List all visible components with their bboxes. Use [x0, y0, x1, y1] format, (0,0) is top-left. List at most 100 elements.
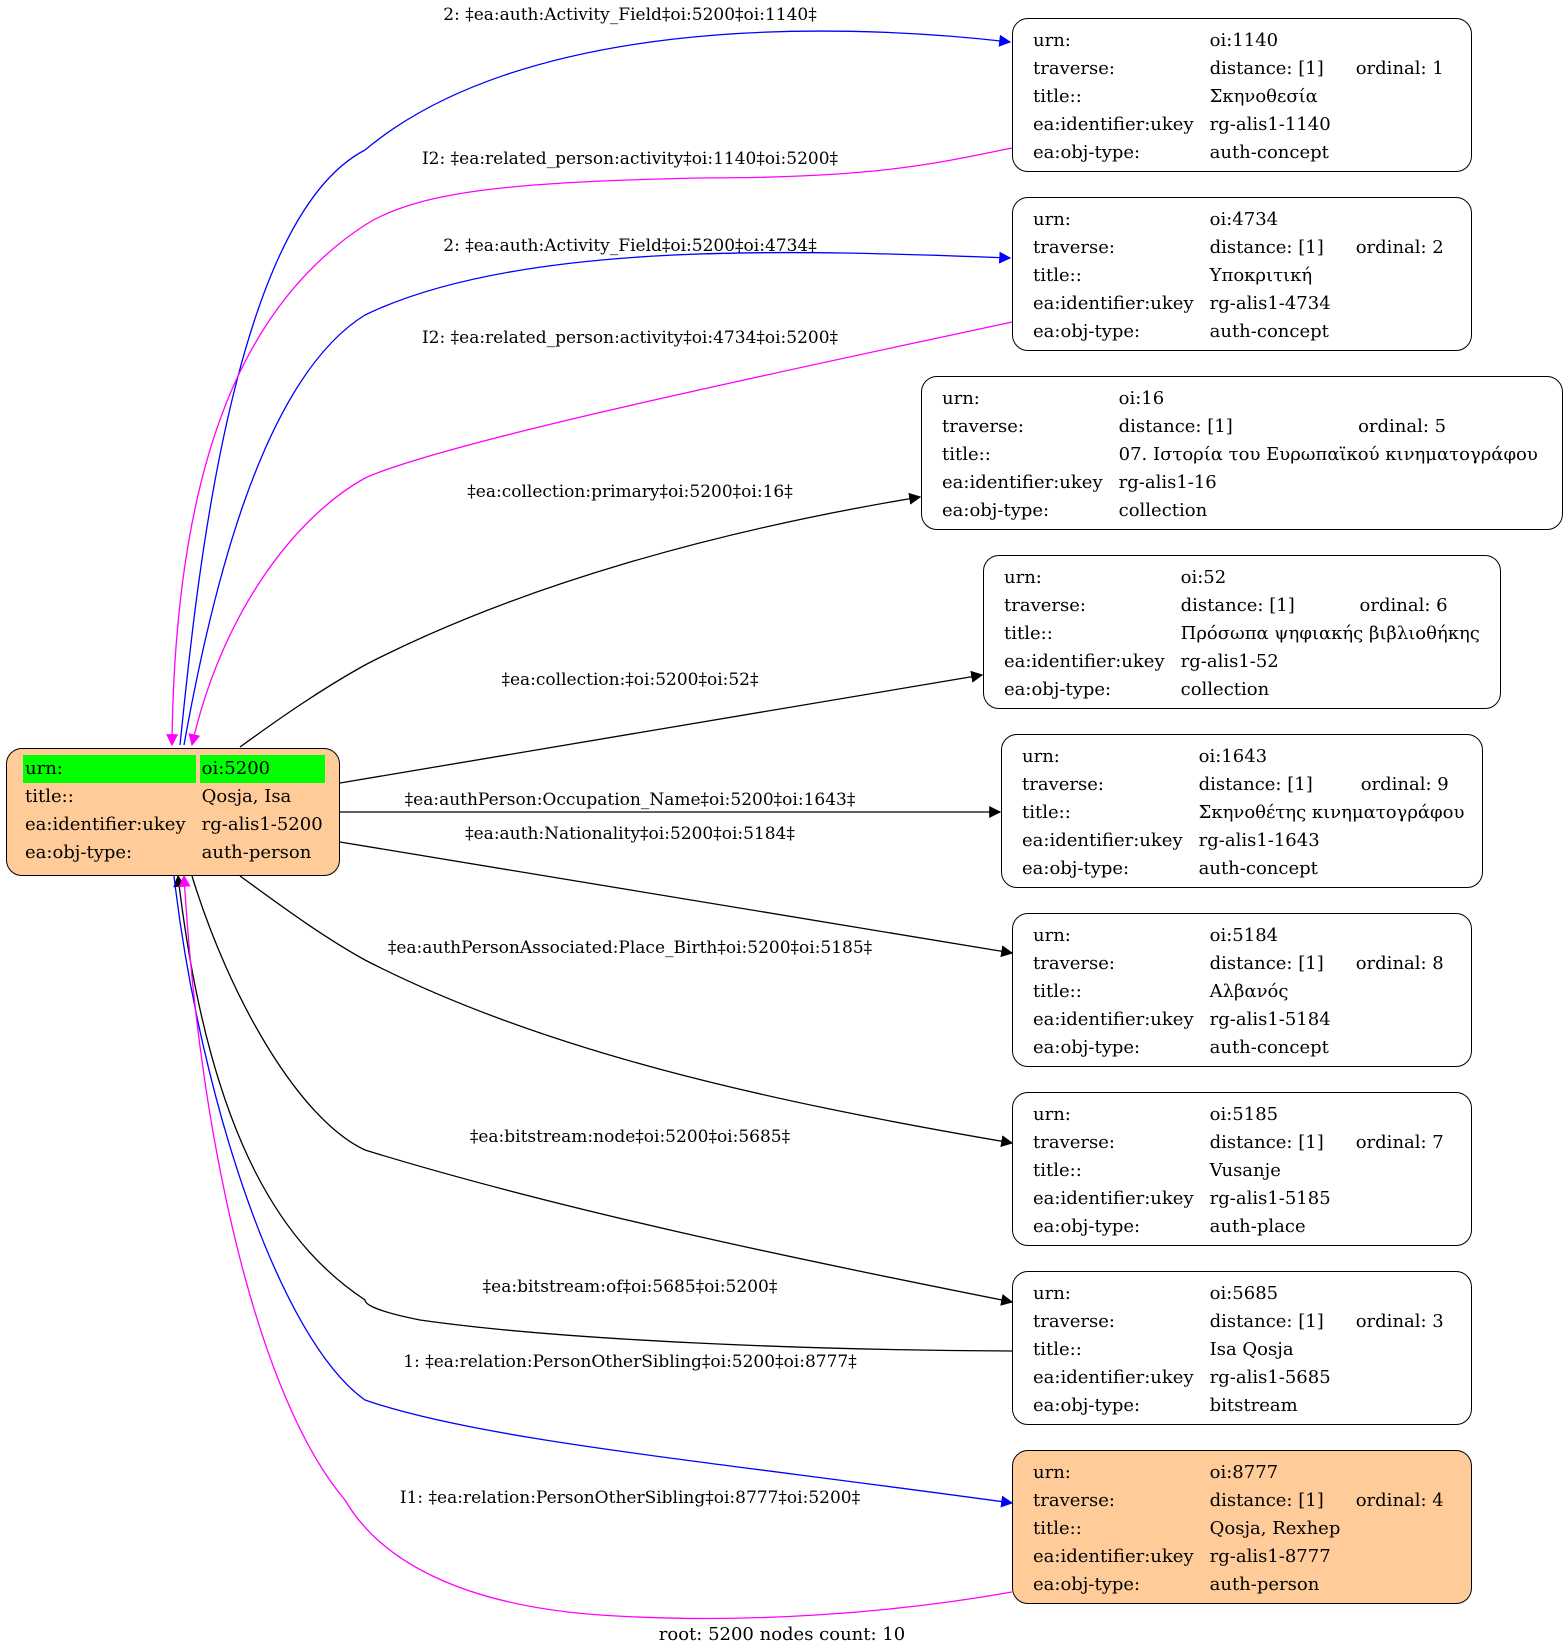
node-type: bitstream [1209, 1395, 1298, 1416]
edge-activity-1140 [179, 30, 1012, 746]
node-title-label: title:: [1004, 623, 1053, 644]
node-type: auth-concept [1209, 1037, 1329, 1058]
edge-label: 1: ‡ea:relation:PersonOtherSibling‡oi:52… [403, 1352, 857, 1372]
edge-label: ‡ea:bitstream:node‡oi:5200‡oi:5685‡ [470, 1127, 791, 1147]
node-urn: oi:1140 [1209, 30, 1279, 51]
root-ukey-label: ea:identifier:ukey [25, 814, 186, 835]
edge-label: ‡ea:authPerson:Occupation_Name‡oi:5200‡o… [405, 790, 856, 810]
node-ukey-label: ea:identifier:ukey [1033, 1546, 1194, 1567]
node-ukey: rg-alis1-5685 [1209, 1367, 1331, 1388]
node-urn-label: urn: [1004, 567, 1042, 588]
node-ukey: rg-alis1-8777 [1209, 1546, 1331, 1567]
node-urn-label: urn: [1022, 746, 1060, 767]
node-ukey: rg-alis1-4734 [1209, 293, 1331, 314]
edge-label: I2: ‡ea:related_person:activity‡oi:4734‡… [422, 328, 839, 348]
node-title-label: title:: [1033, 981, 1082, 1002]
edge-activity-4734 [183, 251, 1012, 746]
footer: root: 5200 nodes count: 10 [658, 1624, 906, 1645]
node-distance: distance: [1] [1209, 1311, 1324, 1332]
node-ukey-label: ea:identifier:ukey [1033, 1188, 1194, 1209]
node-title-label: title:: [1033, 1339, 1082, 1360]
node-ukey: rg-alis1-1643 [1198, 830, 1320, 851]
node-title: Qosja, Rexhep [1209, 1518, 1341, 1539]
edge-collection-primary [239, 492, 922, 748]
node-title: Αλβανός [1209, 981, 1289, 1002]
node-distance: distance: [1] [1209, 237, 1324, 258]
node-ordinal: ordinal: 6 [1359, 595, 1448, 616]
edge-place-birth [239, 875, 1014, 1148]
root-title-label: title:: [25, 786, 74, 807]
edge-label: ‡ea:collection:‡oi:5200‡oi:52‡ [501, 670, 759, 690]
node-distance: distance: [1] [1180, 595, 1295, 616]
edge-related-4734 [188, 321, 1013, 747]
node-title-label: title:: [1022, 802, 1071, 823]
node-oi-52[interactable]: urn: oi:52 traverse: distance: [1] ordinal: … [983, 555, 1501, 709]
node-ukey-label: ea:identifier:ukey [1004, 651, 1165, 672]
node-title-label: title:: [1033, 1160, 1082, 1181]
node-type: auth-concept [1209, 321, 1329, 342]
edge-label: ‡ea:bitstream:of‡oi:5685‡oi:5200‡ [483, 1277, 778, 1297]
node-title: Σκηνοθεσία [1209, 86, 1318, 107]
node-title: Σκηνοθέτης κινηματογράφου [1198, 802, 1465, 823]
node-urn: oi:8777 [1209, 1462, 1279, 1483]
node-ukey-label: ea:identifier:ukey [1033, 1367, 1194, 1388]
node-traverse-label: traverse: [1033, 58, 1115, 79]
root-urn: oi:5200 [199, 755, 325, 783]
node-urn: oi:1643 [1198, 746, 1268, 767]
node-ukey-label: ea:identifier:ukey [1022, 830, 1183, 851]
node-title: Isa Qosja [1209, 1339, 1294, 1360]
node-urn: oi:52 [1180, 567, 1227, 588]
node-type-label: ea:obj-type: [1033, 142, 1141, 163]
node-urn-label: urn: [1033, 1104, 1071, 1125]
edge-label: ‡ea:authPersonAssociated:Place_Birth‡oi:… [388, 938, 873, 958]
node-urn-label: urn: [1033, 1283, 1071, 1304]
node-traverse-label: traverse: [1022, 774, 1104, 795]
root-title: Qosja, Isa [201, 786, 292, 807]
node-title: Vusanje [1209, 1160, 1281, 1181]
node-traverse-label: traverse: [1033, 1311, 1115, 1332]
node-urn-label: urn: [1033, 209, 1071, 230]
node-ordinal: ordinal: 8 [1355, 953, 1444, 974]
node-type: collection [1118, 500, 1208, 521]
edge-related-1140 [166, 147, 1013, 747]
edge-label: I1: ‡ea:relation:PersonOtherSibling‡oi:8… [400, 1488, 861, 1508]
node-distance: distance: [1] [1209, 953, 1324, 974]
edge-label: 2: ‡ea:auth:Activity_Field‡oi:5200‡oi:11… [443, 5, 817, 25]
node-type-label: ea:obj-type: [1033, 1395, 1141, 1416]
node-urn: oi:5184 [1209, 925, 1279, 946]
node-distance: distance: [1] [1118, 416, 1233, 437]
node-type: collection [1180, 679, 1270, 700]
node-type-label: ea:obj-type: [942, 500, 1050, 521]
node-urn: oi:5685 [1209, 1283, 1279, 1304]
root-type-label: ea:obj-type: [25, 842, 133, 863]
node-distance: distance: [1] [1209, 1132, 1324, 1153]
node-traverse-label: traverse: [1004, 595, 1086, 616]
node-urn: oi:5185 [1209, 1104, 1279, 1125]
node-distance: distance: [1] [1209, 58, 1324, 79]
node-title-label: title:: [1033, 1518, 1082, 1539]
node-distance: distance: [1] [1198, 774, 1313, 795]
edge-sibling [173, 875, 1014, 1508]
node-ukey-label: ea:identifier:ukey [1033, 1009, 1194, 1030]
node-type-label: ea:obj-type: [1033, 1216, 1141, 1237]
node-type: auth-place [1209, 1216, 1306, 1237]
edge-label: I2: ‡ea:related_person:activity‡oi:1140‡… [422, 149, 839, 169]
node-traverse-label: traverse: [1033, 953, 1115, 974]
node-traverse-label: traverse: [1033, 1132, 1115, 1153]
node-urn-label: urn: [1033, 30, 1071, 51]
node-type: auth-concept [1198, 858, 1318, 879]
root-ukey: rg-alis1-5200 [201, 814, 323, 835]
node-title: Πρόσωπα ψηφιακής βιβλιοθήκης [1180, 623, 1480, 644]
node-type-label: ea:obj-type: [1033, 1574, 1141, 1595]
node-type-label: ea:obj-type: [1022, 858, 1130, 879]
root-node[interactable]: urn:oi:5200 title::Qosja, Isa ea:identif… [6, 748, 340, 876]
